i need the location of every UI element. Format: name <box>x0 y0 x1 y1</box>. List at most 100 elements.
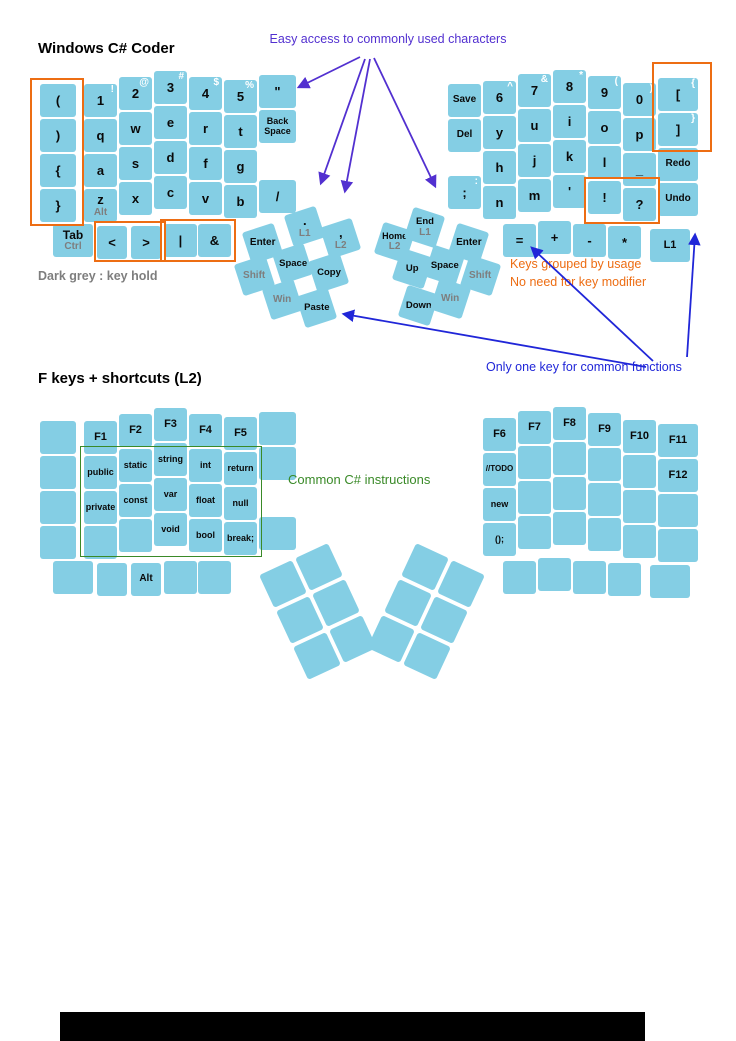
key-blank <box>97 563 127 596</box>
key-f6: F6 <box>483 418 516 451</box>
key-6: 6^ <box>483 81 516 114</box>
key-2: 2@ <box>119 77 152 110</box>
key-a: a <box>84 154 117 187</box>
key-back-space: Back Space <box>259 110 296 143</box>
key-o: o <box>588 111 621 144</box>
annotation-easy-access: Easy access to commonly used characters <box>269 32 507 46</box>
key-p: p <box>623 118 656 151</box>
key-blank <box>553 512 586 545</box>
key-greater-than: > <box>131 226 161 259</box>
key-plus: + <box>538 221 571 254</box>
key-l: l <box>588 146 621 179</box>
page-title-l2: F keys + shortcuts (L2) <box>38 370 202 387</box>
key-x: x <box>119 182 152 215</box>
key-e: e <box>154 106 187 139</box>
key-0: 0) <box>623 83 656 116</box>
key-n: n <box>483 186 516 219</box>
key-f3: F3 <box>154 408 187 441</box>
key-blank <box>623 455 656 488</box>
key-blank <box>623 525 656 558</box>
key-blank <box>538 558 571 591</box>
key-question: ? <box>623 188 656 221</box>
key-private: private <box>84 491 117 524</box>
key-blank <box>198 561 231 594</box>
key-blank <box>164 561 197 594</box>
key-undo: Undo <box>658 183 698 216</box>
key-open-bracket: [{ <box>658 78 698 111</box>
key-j: j <box>518 144 551 177</box>
key-w: w <box>119 112 152 145</box>
key-f9: F9 <box>588 413 621 446</box>
key-pipe: | <box>164 224 197 257</box>
key-bool: bool <box>189 519 222 552</box>
key-semicolon: ;: <box>448 176 481 209</box>
key-g: g <box>224 150 257 183</box>
key-open-paren: ( <box>40 84 76 117</box>
key-blank <box>40 526 76 559</box>
key-s: s <box>119 147 152 180</box>
key-f: f <box>189 147 222 180</box>
key-f4: F4 <box>189 414 222 447</box>
key-1: 1! <box>84 84 117 117</box>
key-public: public <box>84 456 117 489</box>
key-blank <box>40 456 76 489</box>
key-blank <box>623 490 656 523</box>
key-string: string <box>154 443 187 476</box>
key-blank <box>503 561 536 594</box>
key-5: 5% <box>224 80 257 113</box>
key-y: y <box>483 116 516 149</box>
key-minus: - <box>573 224 606 257</box>
purple-arrows <box>296 56 437 194</box>
key-close-brace: } <box>40 189 76 222</box>
key-exclamation: ! <box>588 181 621 214</box>
annotation-key-hold-legend: Dark grey : key hold <box>38 269 158 283</box>
key-blank <box>573 561 606 594</box>
key-blank <box>588 483 621 516</box>
key-blank <box>40 491 76 524</box>
annotation-one-key-functions: Only one key for common functions <box>486 360 682 374</box>
key-v: v <box>189 182 222 215</box>
key-7: 7& <box>518 74 551 107</box>
key-d: d <box>154 141 187 174</box>
key-t: t <box>224 115 257 148</box>
key-save: Save <box>448 84 481 117</box>
key-blank <box>650 565 690 598</box>
key-r: r <box>189 112 222 145</box>
key-9: 9( <box>588 76 621 109</box>
key-f1: F1 <box>84 421 117 454</box>
key-blank <box>259 412 296 445</box>
key-redo: Redo <box>658 148 698 181</box>
key-blank <box>518 481 551 514</box>
key-f5: F5 <box>224 417 257 450</box>
key-blank <box>658 494 698 527</box>
key-null: null <box>224 487 257 520</box>
key-f11: F11 <box>658 424 698 457</box>
key-blank <box>84 526 117 559</box>
key-blank <box>259 517 296 550</box>
key-parens-semicolon: (); <box>483 523 516 556</box>
key-float: float <box>189 484 222 517</box>
key-f8: F8 <box>553 407 586 440</box>
key-const: const <box>119 484 152 517</box>
key-var: var <box>154 478 187 511</box>
key-4: 4$ <box>189 77 222 110</box>
annotation-no-modifier: No need for key modifier <box>510 275 647 289</box>
key-blank <box>608 563 641 596</box>
key-blank <box>119 519 152 552</box>
key-f7: F7 <box>518 411 551 444</box>
key-q: q <box>84 119 117 152</box>
key-8: 8* <box>553 70 586 103</box>
key-u: u <box>518 109 551 142</box>
key-l1: L1 <box>650 229 690 262</box>
key-ampersand: & <box>198 224 231 257</box>
key-c: c <box>154 176 187 209</box>
key-3: 3# <box>154 71 187 104</box>
key-blank <box>553 477 586 510</box>
annotation-keys-grouped: Keys grouped by usage <box>510 257 642 271</box>
key-comma: ,L2 <box>319 217 362 260</box>
key-underscore: _ <box>623 153 656 186</box>
key-i: i <box>553 105 586 138</box>
